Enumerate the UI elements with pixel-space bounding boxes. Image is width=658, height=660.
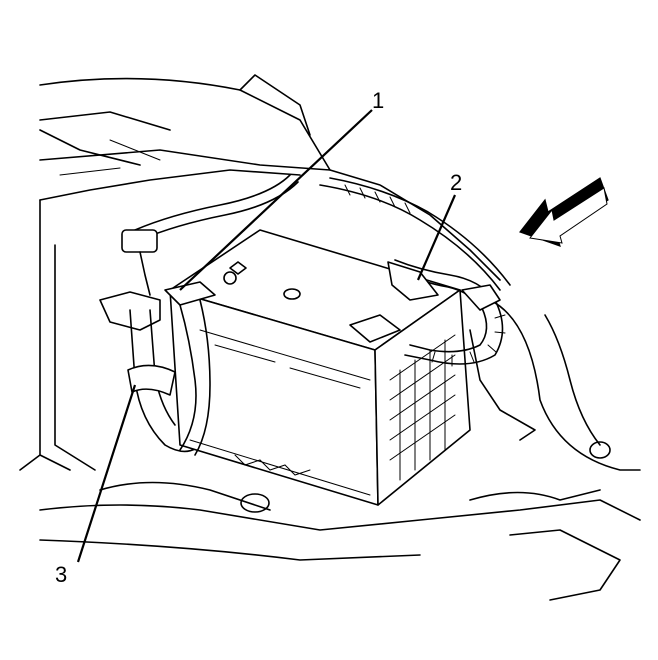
callout-leader-lines [76,109,457,563]
wiring-harness-right [387,259,506,367]
wiring-harness-top [134,174,511,291]
arrow-forward-view-icon [519,177,609,247]
callout-label-1: 1 [372,88,384,113]
positive-terminal-cable [164,271,237,456]
leader-line-1 [179,109,373,291]
engine-bay-outline [19,74,641,601]
negative-cable-bracket [99,291,211,453]
callout-label-2: 2 [450,170,462,195]
battery [169,229,471,506]
leader-line-2 [416,194,457,281]
leader-line-3 [76,384,137,563]
callout-label-3: 3 [55,562,67,587]
connector-left [121,229,158,296]
